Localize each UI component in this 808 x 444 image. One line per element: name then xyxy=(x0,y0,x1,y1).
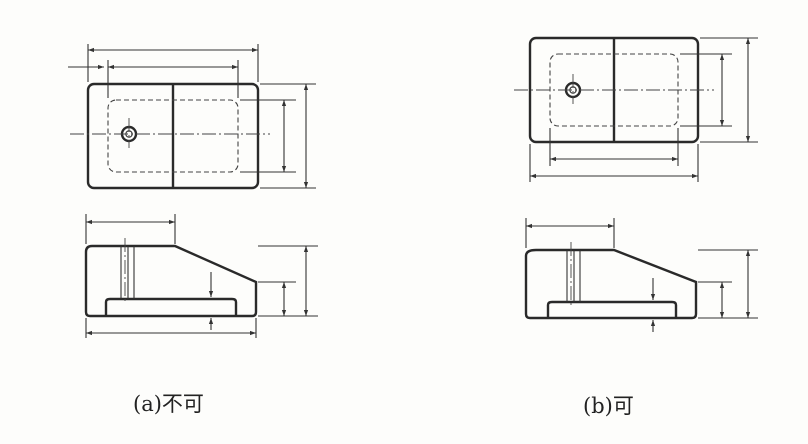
panel-b-top-view xyxy=(514,36,758,182)
panel-b-caption: (b)可 xyxy=(583,394,634,418)
panel-a-caption: (a)不可 xyxy=(133,392,204,416)
panel-a-front-view xyxy=(84,214,318,338)
panel-a: (a)不可 xyxy=(68,44,318,416)
panel-a-top-view xyxy=(68,44,316,190)
panel-b: (b)可 xyxy=(514,36,758,418)
panel-b-front-view xyxy=(524,218,758,332)
